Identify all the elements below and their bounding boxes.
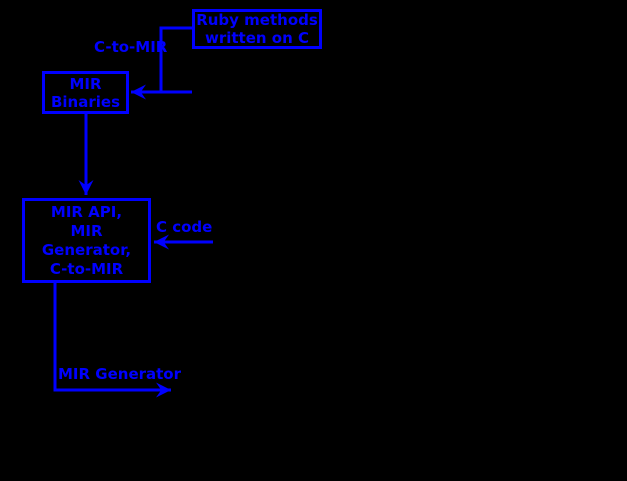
mir-api-box-label: MIR API, MIR Generator, C-to-MIR [41, 202, 132, 278]
arrow-mir-generator-output [53, 283, 171, 398]
c-code-edge-label: C code [156, 218, 213, 236]
c-to-mir-edge-label: C-to-MIR [94, 38, 168, 56]
mir-api-box: MIR API, MIR Generator, C-to-MIR [22, 198, 151, 283]
connector-ruby-to-junction [159, 26, 192, 91]
mir-generator-edge-label: MIR Generator [58, 365, 182, 383]
ruby-methods-box: Ruby methods written on C [192, 9, 322, 49]
mir-binaries-box: MIR Binaries [42, 71, 129, 114]
ruby-methods-box-label: Ruby methods written on C [196, 11, 318, 47]
mir-binaries-box-label: MIR Binaries [50, 74, 121, 111]
